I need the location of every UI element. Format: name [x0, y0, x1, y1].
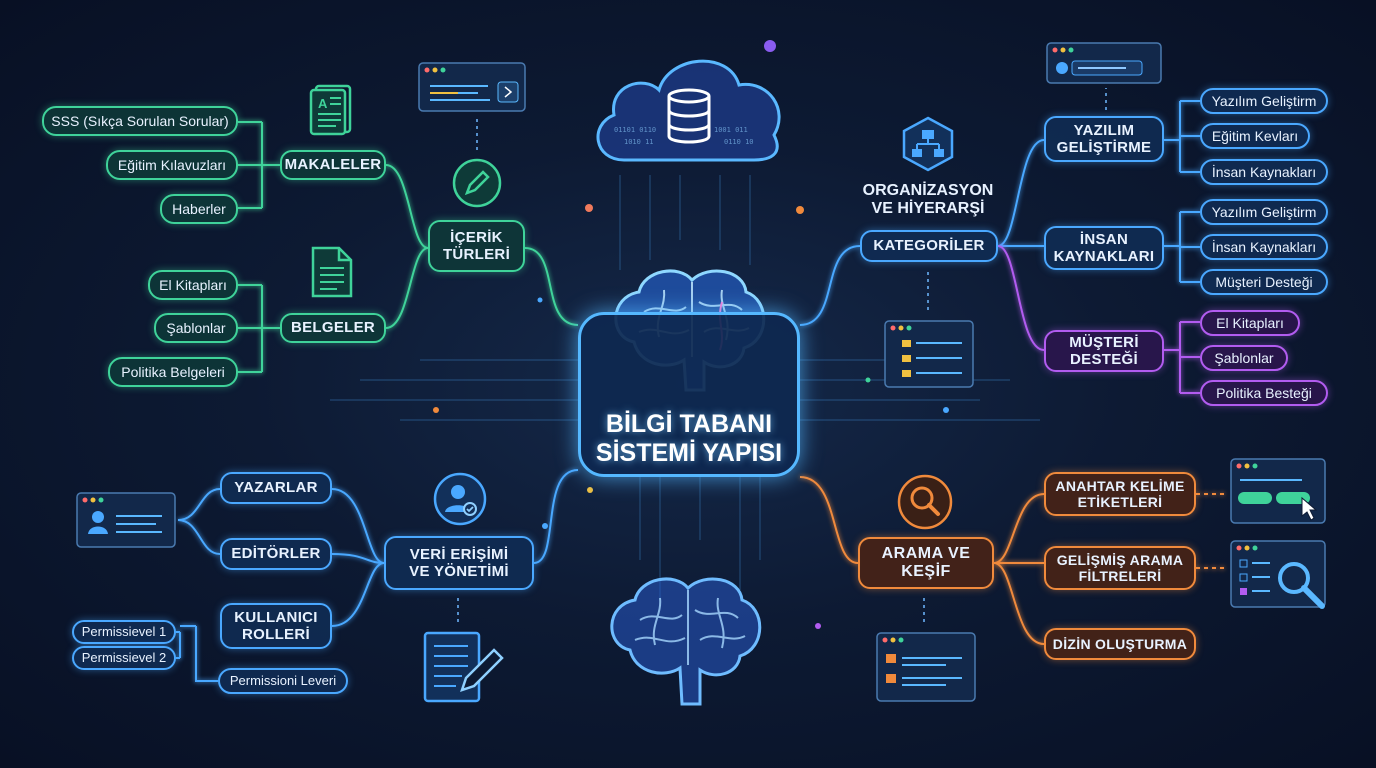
- cloud-database-icon: 01101 0110 1001 011 1010 11 0110 10: [596, 59, 781, 162]
- svg-text:01101 0110: 01101 0110: [614, 126, 656, 134]
- indexing-node[interactable]: DİZİN OLUŞTURMA: [1044, 628, 1196, 660]
- documents-node[interactable]: BELGELER: [280, 313, 386, 343]
- hr-item-2[interactable]: İnsan Kaynakları: [1200, 234, 1328, 260]
- browser-window-icon: [76, 492, 176, 548]
- organization-heading: ORGANİZASYON VE HİYERARŞİ: [862, 182, 994, 218]
- support-item-3[interactable]: Politika Besteği: [1200, 380, 1328, 406]
- browser-window-icon: [418, 62, 526, 112]
- customer-support-node[interactable]: MÜŞTERİ DESTEĞİ: [1044, 330, 1164, 372]
- authors-node[interactable]: YAZARLAR: [220, 472, 332, 504]
- access-node[interactable]: VERİ ERİŞİMİ VE YÖNETİMİ: [384, 536, 534, 590]
- pencil-icon: [452, 158, 502, 208]
- advanced-filters-node[interactable]: GELİŞMİŞ ARAMA FİLTRELERİ: [1044, 546, 1196, 590]
- user-icon: [433, 472, 487, 526]
- center-title: BİLGİ TABANI SİSTEMİ YAPISI: [595, 410, 783, 467]
- svg-text:0110 10: 0110 10: [724, 138, 754, 146]
- search-discovery-node[interactable]: ARAMA VE KEŞİF: [858, 537, 994, 589]
- support-item-1[interactable]: El Kitapları: [1200, 310, 1300, 336]
- hierarchy-icon: [902, 116, 954, 172]
- search-icon: [897, 474, 953, 530]
- articles-node[interactable]: MAKALELER: [280, 150, 386, 180]
- editors-node[interactable]: EDİTÖRLER: [220, 538, 332, 570]
- permission-levels-item[interactable]: Permissioni Leveri: [218, 668, 348, 694]
- content-types-node[interactable]: İÇERİK TÜRLERİ: [428, 220, 525, 272]
- news-item[interactable]: Haberler: [160, 194, 238, 224]
- keyword-tags-node[interactable]: ANAHTAR KELİME ETİKETLERİ: [1044, 472, 1196, 516]
- center-node[interactable]: [578, 312, 800, 477]
- svg-text:A: A: [318, 96, 328, 111]
- software-dev-item-2[interactable]: Eğitim Kevları: [1200, 123, 1310, 149]
- browser-window-icon: [1046, 42, 1162, 84]
- document-icon: A: [309, 84, 352, 136]
- browser-window-icon: [876, 632, 976, 702]
- software-dev-item-3[interactable]: İnsan Kaynakları: [1200, 159, 1328, 185]
- svg-text:1001 011: 1001 011: [714, 126, 748, 134]
- handbooks-item[interactable]: El Kitapları: [148, 270, 238, 300]
- support-item-2[interactable]: Şablonlar: [1200, 345, 1288, 371]
- hr-node[interactable]: İNSAN KAYNAKLARI: [1044, 226, 1164, 270]
- software-dev-item-1[interactable]: Yazılım Geliştirm: [1200, 88, 1328, 114]
- policy-documents-item[interactable]: Politika Belgeleri: [108, 357, 238, 387]
- permission-level-2[interactable]: Permissievel 2: [72, 646, 176, 670]
- brain-bottom-icon: [610, 577, 762, 706]
- software-dev-node[interactable]: YAZILIM GELİŞTİRME: [1044, 116, 1164, 162]
- faq-item[interactable]: SSS (Sıkça Sorulan Sorular): [42, 106, 238, 136]
- svg-text:1010 11: 1010 11: [624, 138, 654, 146]
- hr-item-3[interactable]: Müşteri Desteği: [1200, 269, 1328, 295]
- user-roles-node[interactable]: KULLANICI ROLLERİ: [220, 603, 332, 649]
- permission-level-1[interactable]: Permissievel 1: [72, 620, 176, 644]
- templates-item[interactable]: Şablonlar: [154, 313, 238, 343]
- browser-window-icon: [1230, 458, 1326, 524]
- browser-window-icon: [1230, 540, 1326, 609]
- edit-document-icon: [423, 631, 504, 703]
- categories-node[interactable]: KATEGORİLER: [860, 230, 998, 262]
- hr-item-1[interactable]: Yazılım Geliştirm: [1200, 199, 1328, 225]
- training-guides-item[interactable]: Eğitim Kılavuzları: [106, 150, 238, 180]
- browser-window-icon: [884, 320, 974, 388]
- file-icon: [311, 246, 353, 298]
